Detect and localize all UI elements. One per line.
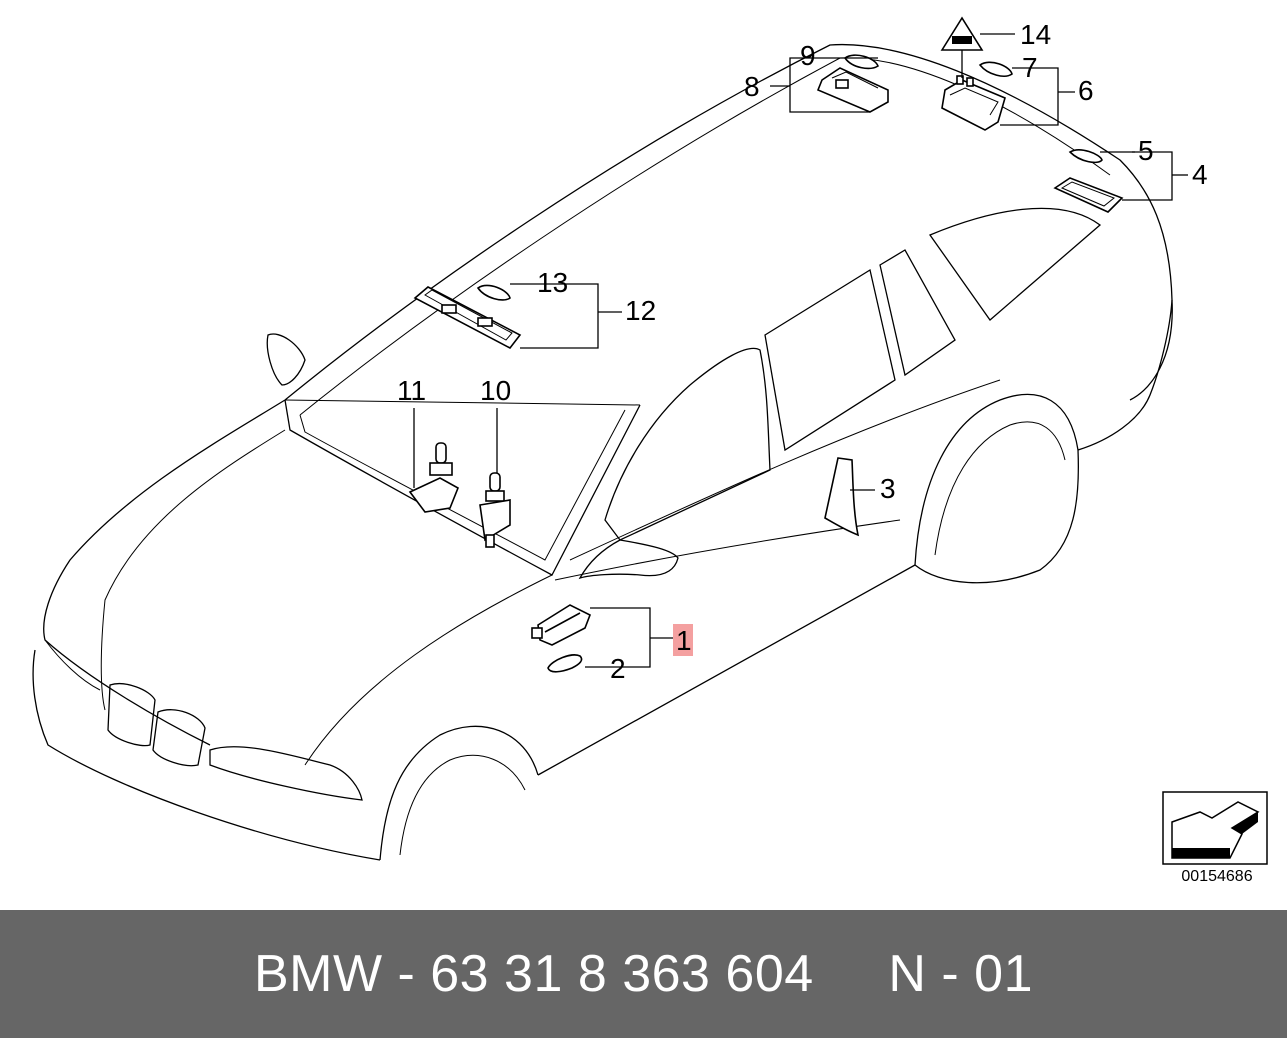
callout-1: 1 [676,625,692,656]
callout-5: 5 [1138,135,1154,166]
callout-labels: 1 2 3 4 5 6 7 8 9 10 11 12 13 14 [397,19,1208,684]
caption-text: BMW - 63 31 8 363 604 N - 01 [253,945,1034,1003]
part-5-bulb [1068,149,1103,164]
callout-1-highlight [673,624,693,656]
caption-bar: BMW - 63 31 8 363 604 N - 01 [0,910,1287,1038]
callout-3: 3 [880,473,896,504]
callout-9: 9 [800,40,816,71]
diagram-id: 00154686 [1181,868,1253,885]
callout-7: 7 [1022,52,1038,83]
part-3-trim [824,457,860,537]
leader-lines [413,33,1188,668]
part-8-reading-light [816,67,889,113]
part-12-front-light [413,286,522,350]
part-2-bulb [547,654,583,673]
part-7-bulb [978,61,1013,77]
part-1-lamp-housing [531,604,592,646]
parts-diagram: 1 2 3 4 5 6 7 8 9 10 11 12 13 14 [32,16,1268,865]
part-10-bulb-socket [479,472,511,548]
callout-2: 2 [610,653,626,684]
callout-6: 6 [1078,75,1094,106]
part-13-bulb [476,284,511,301]
car-outline-drawing: 1 2 3 4 5 6 7 8 9 10 11 12 13 14 [32,16,1268,865]
callout-14: 14 [1020,19,1051,50]
car-body [32,43,1173,861]
callout-13: 13 [537,267,568,298]
orientation-arrow-box [1162,791,1268,865]
part-11-switch [408,442,460,513]
part-4-rear-lamp [1053,177,1124,213]
callout-4: 4 [1192,159,1208,190]
callout-8: 8 [744,71,760,102]
part-14-warning-triangle [940,16,984,51]
part-6-interior-light [941,75,1006,131]
callout-10: 10 [480,375,511,406]
part-9-bulb [843,54,879,70]
callout-12: 12 [625,295,656,326]
callout-11: 11 [397,375,426,406]
